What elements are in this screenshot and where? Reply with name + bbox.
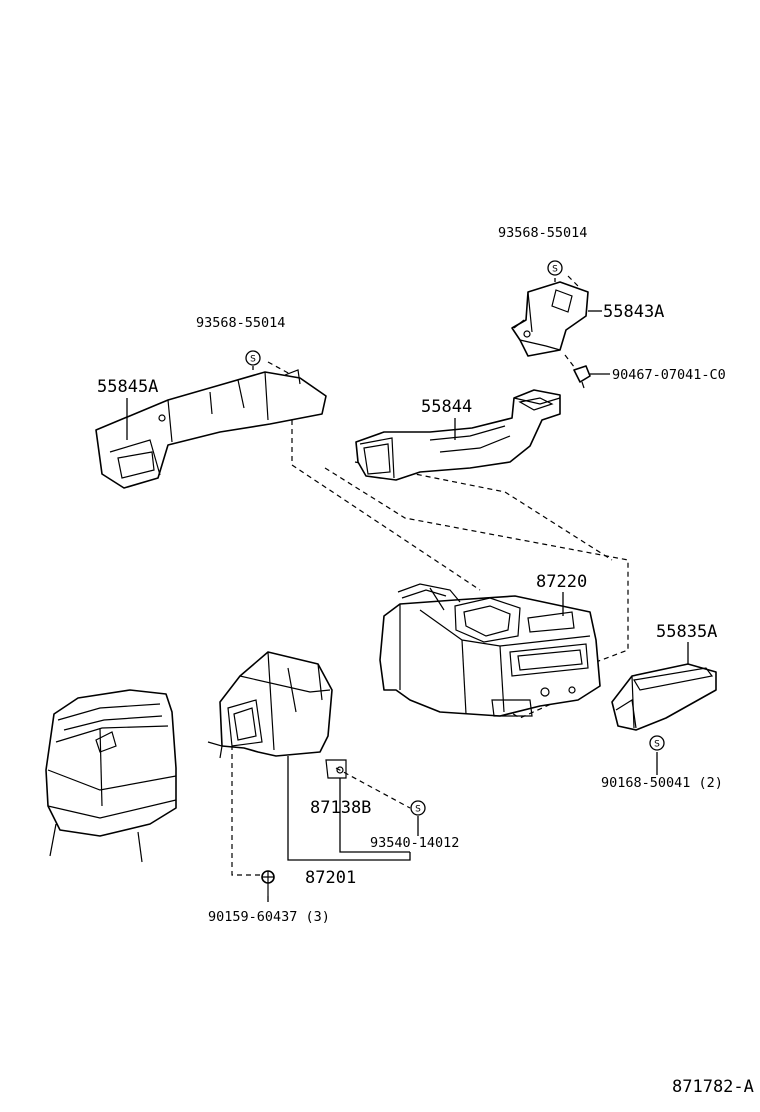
label-90159: 90159-60437 (3)	[208, 909, 330, 925]
leader-lines	[126, 278, 689, 902]
frame-87201-illustration	[207, 651, 347, 779]
label-55845a: 55845A	[97, 377, 158, 397]
unit-87220-illustration	[379, 583, 601, 717]
label-55844: 55844	[421, 397, 472, 417]
s-symbol-mid: S	[245, 350, 261, 366]
label-87201: 87201	[305, 868, 356, 888]
svg-text:S: S	[250, 355, 256, 365]
duct-55835a-illustration	[611, 663, 717, 731]
label-55843a: 55843A	[603, 302, 664, 322]
label-screw-mid: 93568-55014	[196, 315, 285, 331]
label-screw-top: 93568-55014	[498, 225, 587, 241]
label-55835a: 55835A	[656, 622, 717, 642]
label-87220: 87220	[536, 572, 587, 592]
bolt-90159-illustration	[261, 870, 275, 896]
label-90467: 90467-07041-C0	[612, 367, 726, 383]
duct-55844-illustration	[355, 389, 561, 481]
s-symbol-top: S	[547, 260, 563, 276]
label-93540: 93540-14012	[370, 835, 459, 851]
blower-housing-illustration	[45, 689, 177, 863]
label-90168: 90168-50041 (2)	[601, 775, 723, 791]
svg-text:S: S	[415, 805, 421, 815]
duct-55843a-illustration	[511, 281, 589, 357]
svg-text:S: S	[654, 740, 660, 750]
duct-55845a-illustration	[95, 369, 327, 489]
svg-text:S: S	[552, 265, 558, 275]
label-87138b: 87138B	[310, 798, 371, 818]
label-diagram-number: 871782-A	[672, 1077, 754, 1097]
clip-90467-illustration	[573, 365, 591, 389]
s-symbol-right: S	[649, 735, 665, 751]
s-symbol-bottom: S	[410, 800, 426, 816]
